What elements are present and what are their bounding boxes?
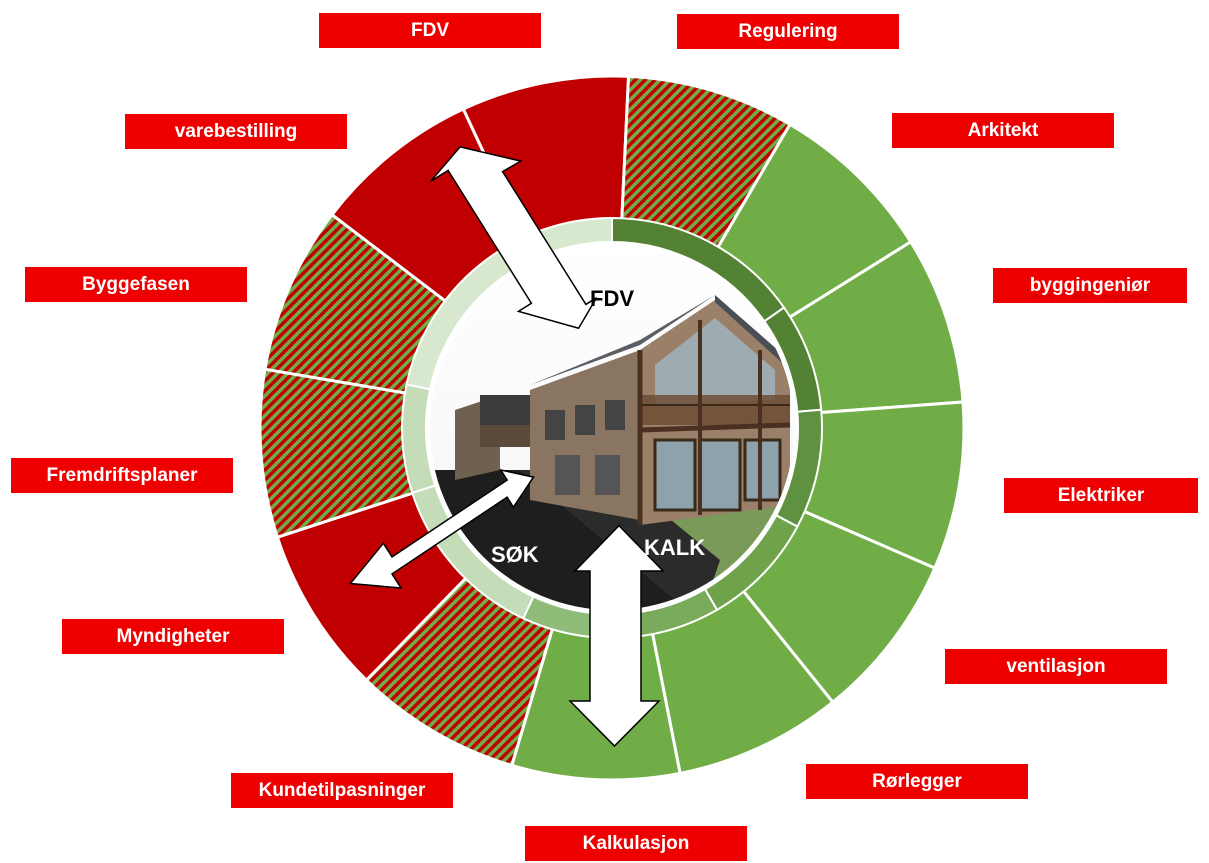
centre-label-fdv: FDV bbox=[590, 286, 634, 311]
label-byggingenior: byggingeniør bbox=[993, 268, 1187, 303]
label-kalkulasjon: Kalkulasjon bbox=[525, 826, 747, 861]
centre-label-kalk: KALK bbox=[644, 535, 706, 560]
arrow-sok bbox=[348, 468, 535, 589]
label-arkitekt: Arkitekt bbox=[892, 113, 1114, 148]
label-ventilasjon: ventilasjon bbox=[945, 649, 1167, 684]
label-fremdriftsplaner: Fremdriftsplaner bbox=[11, 458, 233, 493]
label-rorlegger: Rørlegger bbox=[806, 764, 1028, 799]
arrow-kalk bbox=[568, 524, 665, 748]
label-myndigheter: Myndigheter bbox=[62, 619, 284, 654]
label-varebestilling: varebestilling bbox=[125, 114, 347, 149]
label-fdv: FDV bbox=[319, 13, 541, 48]
label-regulering: Regulering bbox=[677, 14, 899, 49]
centre-label-sok: SØK bbox=[491, 542, 539, 567]
label-elektriker: Elektriker bbox=[1004, 478, 1198, 513]
arrow-fdv bbox=[430, 146, 598, 330]
label-kundetilpasninger: Kundetilpasninger bbox=[231, 773, 453, 808]
label-byggefasen: Byggefasen bbox=[25, 267, 247, 302]
arrows bbox=[348, 146, 665, 748]
